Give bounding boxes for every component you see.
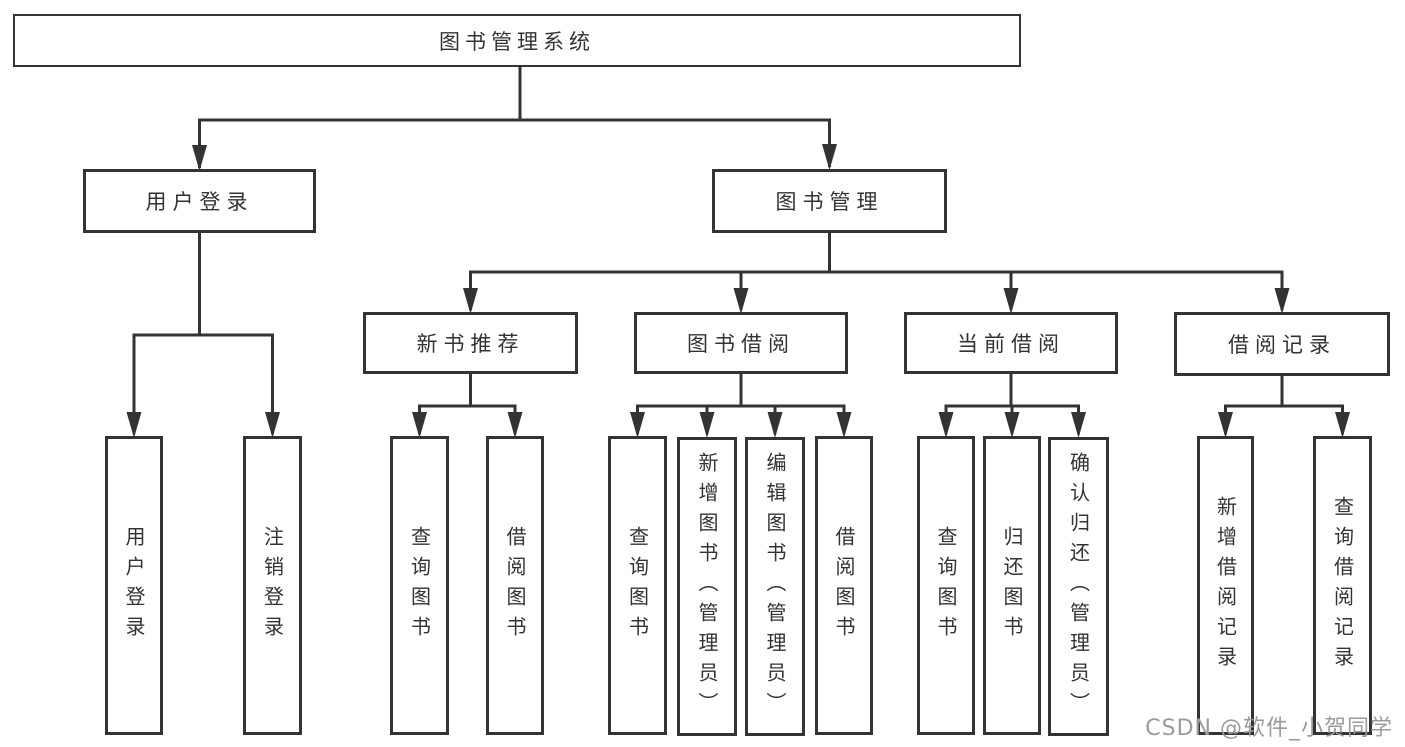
leaf-edit-book-admin: 编辑图书（管理员） <box>745 437 805 736</box>
leaf-add-book-admin: 新增图书（管理员） <box>677 437 737 736</box>
leaf-confirm-return-admin: 确认归还（管理员） <box>1048 437 1109 736</box>
node-label: 注销登录 <box>260 525 285 646</box>
node-user-login: 用户登录 <box>83 169 316 233</box>
leaf-borrow-books: 借阅图书 <box>815 436 873 735</box>
node-current-borrow: 当前借阅 <box>904 312 1118 374</box>
leaf-query-books-recommend: 查询图书 <box>390 436 449 735</box>
node-label: 归还图书 <box>1000 525 1024 646</box>
leaf-query-books-borrow: 查询图书 <box>608 436 667 735</box>
node-label: 图书借阅 <box>687 332 795 356</box>
node-label: 当前借阅 <box>957 332 1065 356</box>
node-label: 借阅记录 <box>1228 333 1336 357</box>
node-label: 图书管理系统 <box>439 29 595 54</box>
node-label: 查询借阅记录 <box>1330 495 1355 676</box>
node-book-borrow: 图书借阅 <box>634 312 848 374</box>
leaf-user-login: 用户登录 <box>105 436 163 735</box>
node-label: 查询图书 <box>934 525 958 646</box>
node-label: 用户登录 <box>145 190 254 214</box>
node-label: 查询图书 <box>625 525 650 646</box>
node-label: 查询图书 <box>407 525 432 646</box>
node-label: 确认归还（管理员） <box>1066 451 1091 722</box>
node-label: 借阅图书 <box>832 525 856 646</box>
leaf-query-borrow-record: 查询借阅记录 <box>1313 436 1372 735</box>
node-label: 新书推荐 <box>416 332 525 356</box>
leaf-add-borrow-record: 新增借阅记录 <box>1197 436 1254 735</box>
node-label: 图书管理 <box>775 190 884 214</box>
node-label: 编辑图书（管理员） <box>763 451 787 722</box>
arrowheads <box>126 144 1350 438</box>
node-label: 新增图书（管理员） <box>695 451 719 722</box>
watermark: CSDN @软件_小贺同学 <box>1145 716 1393 741</box>
leaf-borrow-books-recommend: 借阅图书 <box>486 436 544 735</box>
node-label: 借阅图书 <box>503 525 527 646</box>
node-book-management: 图书管理 <box>712 169 947 233</box>
leaf-return-books: 归还图书 <box>983 436 1041 735</box>
node-library-management-system: 图书管理系统 <box>13 14 1021 67</box>
node-borrow-records: 借阅记录 <box>1174 312 1390 376</box>
node-label: 新增借阅记录 <box>1213 495 1238 676</box>
node-new-book-recommend: 新书推荐 <box>363 312 578 374</box>
node-label: 用户登录 <box>122 525 146 646</box>
leaf-logout-login: 注销登录 <box>243 436 302 735</box>
leaf-query-books-current: 查询图书 <box>917 436 975 735</box>
